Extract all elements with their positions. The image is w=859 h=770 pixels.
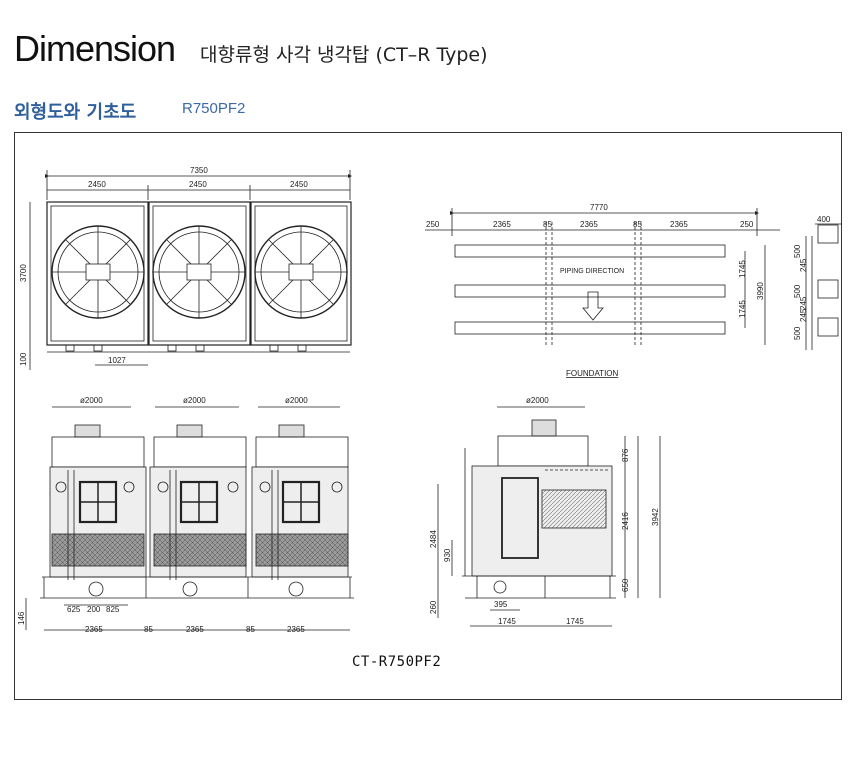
arrow-down-icon (582, 291, 604, 321)
dim-fnd-seg-4: 2365 (580, 220, 598, 229)
dim-detail-4: 245 (799, 296, 808, 310)
dim-cell-3: 2450 (290, 180, 308, 189)
dim-fan-2: ø2000 (183, 396, 206, 405)
dim-fnd-seg-6: 2365 (670, 220, 688, 229)
section-title: 외형도와 기초도 (14, 102, 137, 123)
dim-detail-width: 400 (817, 215, 831, 224)
dim-cell-2: 2450 (189, 180, 207, 189)
cell-1 (49, 424, 147, 597)
dim-span-2: 85 (144, 625, 153, 634)
dim-pipe: 1027 (108, 356, 126, 365)
dim-span-3: 2365 (186, 625, 204, 634)
fan-icon (152, 225, 246, 319)
dim-cell-1: 2450 (88, 180, 106, 189)
cell-2 (149, 424, 247, 597)
dim-height: 3700 (19, 264, 28, 282)
dim-span-5: 2365 (287, 625, 305, 634)
piping-direction-label: PIPING DIRECTION (560, 268, 624, 275)
drawing-frame (14, 132, 842, 700)
side-view (437, 406, 661, 627)
dim-detail-3: 500 (793, 284, 802, 298)
dim-side-l3: 260 (429, 600, 438, 614)
dim-detail-2: 245 (799, 258, 808, 272)
dim-side-r4: 650 (621, 578, 630, 592)
dim-detail-6: 500 (793, 326, 802, 340)
dim-fan-1: ø2000 (80, 396, 103, 405)
dim-span-4: 85 (246, 625, 255, 634)
dim-bottom-1: 625 (67, 605, 81, 614)
dim-side-inlet: 395 (494, 600, 508, 609)
fan-icon (51, 225, 145, 319)
dim-fnd-seg-1: 250 (426, 220, 440, 229)
dim-fnd-seg-3: 85 (543, 220, 552, 229)
dim-fnd-seg-5: 85 (633, 220, 642, 229)
dim-side-l1: 2484 (429, 530, 438, 548)
dim-side-span-2: 1745 (566, 617, 584, 626)
foundation-title: FOUNDATION (566, 369, 619, 378)
dim-detail-5: 245 (799, 308, 808, 322)
dim-side-fan: ø2000 (526, 396, 549, 405)
dim-side-r2: 2416 (621, 512, 630, 530)
dim-offset: 100 (19, 352, 28, 366)
foundation-plan (425, 208, 842, 350)
dim-span-1: 2365 (85, 625, 103, 634)
dim-side-r3: 3942 (651, 508, 660, 526)
fan-icon (254, 225, 348, 319)
page-subtitle: 대향류형 사각 냉각탑 (CT–R Type) (200, 44, 488, 66)
dim-side-r1: 876 (621, 448, 630, 462)
dim-bottom-2: 200 (87, 605, 101, 614)
dim-fnd-right-3: 1745 (738, 300, 747, 318)
dim-detail-1: 500 (793, 244, 802, 258)
dim-fnd-right-2: 3990 (756, 282, 765, 300)
section-model: R750PF2 (182, 100, 246, 117)
dim-fnd-seg-7: 250 (740, 220, 754, 229)
dim-base: 146 (17, 611, 26, 625)
front-view (25, 406, 354, 631)
dim-overall: 7350 (190, 166, 208, 175)
dim-fnd-overall: 7770 (590, 203, 608, 212)
top-view (29, 170, 352, 370)
page-title: Dimension (14, 28, 176, 69)
dim-fan-3: ø2000 (285, 396, 308, 405)
dim-side-l2: 930 (443, 548, 452, 562)
model-label: CT-R750PF2 (352, 654, 442, 670)
dim-fnd-right-1: 1745 (738, 260, 747, 278)
cell-3 (251, 424, 349, 597)
dim-side-span-1: 1745 (498, 617, 516, 626)
dim-bottom-3: 825 (106, 605, 120, 614)
dim-fnd-seg-2: 2365 (493, 220, 511, 229)
